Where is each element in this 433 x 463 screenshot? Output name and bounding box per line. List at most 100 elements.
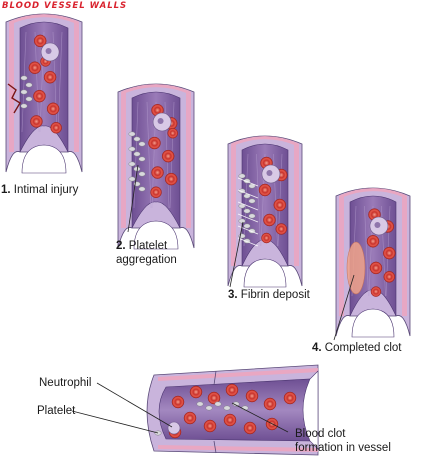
neutrophil-label: Neutrophil — [39, 377, 92, 389]
blood-clot-label: Blood clot formation in vessel — [295, 427, 391, 455]
platelet-cell — [128, 161, 136, 167]
red-blood-cell — [283, 391, 297, 405]
leader-lines — [71, 164, 355, 434]
red-blood-cell — [383, 246, 396, 260]
platelet-cell — [196, 401, 204, 407]
platelet-cell — [243, 223, 251, 229]
vessel-opening — [302, 370, 319, 450]
vessel-wall-layer — [339, 188, 407, 199]
red-blood-cell — [46, 102, 60, 116]
red-blood-cell — [263, 397, 277, 411]
stage-4-label: 4. Completed clot — [312, 341, 402, 355]
platelet-cell — [20, 89, 28, 95]
vessel-stage-1 — [5, 13, 83, 174]
platelet-cell — [133, 136, 141, 142]
red-blood-cell — [171, 395, 185, 409]
red-blood-cell — [261, 232, 272, 244]
stage-4-number: 4. — [312, 342, 322, 354]
platelet-cell — [248, 198, 256, 204]
red-blood-cell — [167, 127, 178, 139]
red-blood-cell — [225, 383, 239, 397]
vessel-wall-layer — [294, 144, 299, 266]
platelet-cell — [25, 82, 33, 88]
vessel-opening — [133, 220, 179, 250]
red-blood-cell — [183, 411, 197, 425]
neutrophil-nucleus — [157, 118, 164, 124]
red-blood-cell — [223, 413, 237, 427]
stage-3-text: Fibrin deposit — [240, 289, 310, 301]
red-blood-cell — [150, 186, 162, 198]
vessel-seam — [213, 440, 217, 454]
page-header: BLOOD VESSEL WALLS — [2, 1, 128, 11]
platelet-cell — [138, 171, 146, 177]
red-blood-cell — [258, 183, 272, 197]
platelet-cell — [128, 146, 136, 152]
stage-2-number: 2. — [116, 240, 126, 252]
stage-1-label: 1. Intimal injury — [1, 183, 78, 197]
platelet-cell — [128, 176, 136, 182]
vessel-wall-layer — [157, 368, 319, 381]
platelet-cell — [138, 186, 146, 192]
vessel-opening — [351, 308, 395, 338]
red-blood-cell — [50, 122, 62, 134]
red-blood-cell — [366, 235, 380, 248]
platelet-label: Platelet — [37, 405, 76, 417]
vessel-seam — [213, 370, 217, 386]
leader-platelet — [71, 410, 159, 434]
red-blood-cell — [43, 70, 57, 84]
fibrin-strand — [237, 201, 259, 211]
vessel-wall-layer — [121, 92, 126, 228]
red-blood-cell — [203, 419, 217, 433]
blood-clot-line2: formation in vessel — [295, 442, 391, 454]
vessel-wall-layer — [157, 445, 319, 452]
red-blood-cell — [151, 166, 164, 179]
blood-clot-line1: Blood clot — [295, 428, 346, 440]
red-blood-cell — [263, 213, 276, 227]
vessel-wall-layer — [186, 92, 191, 228]
fibrin-strand — [237, 213, 259, 223]
stage-1-number: 1. — [1, 184, 11, 196]
platelet-cell — [138, 156, 146, 162]
platelet-cell — [248, 213, 256, 219]
stage-2-label: 2. Platelet aggregation — [116, 239, 177, 267]
red-blood-cell — [33, 89, 46, 103]
vessel-stage-3 — [227, 135, 303, 288]
stage-2-text-line1: Platelet — [128, 240, 168, 252]
vessel-wall-layer — [231, 136, 299, 147]
platelet-cell — [25, 96, 33, 102]
vessel-group — [5, 13, 411, 456]
leader-blood-clot — [231, 402, 289, 433]
lumen-streak — [34, 31, 40, 133]
red-blood-cell — [245, 389, 259, 403]
platelet-cell — [205, 405, 213, 411]
lumen-streak — [256, 153, 261, 247]
lumen-streak — [243, 153, 249, 247]
vessel-wall-layer — [121, 84, 191, 95]
lumen-streak — [21, 31, 27, 133]
vessel-wall-layer — [74, 22, 79, 152]
vessel-wall-layer — [9, 14, 79, 25]
platelet-cell — [20, 75, 28, 81]
vessel-wall-layer — [231, 144, 236, 266]
platelet-cell — [238, 173, 246, 179]
fibrin-strand — [237, 237, 259, 247]
platelet-cell — [238, 218, 246, 224]
red-blood-cell — [30, 115, 43, 128]
neutrophil-nucleus — [266, 170, 273, 176]
neutrophil-nucleus — [374, 222, 381, 228]
red-blood-cell — [207, 391, 221, 405]
stage-3-number: 3. — [228, 289, 238, 301]
neutrophil-cell — [167, 421, 181, 435]
leader-stage-4 — [333, 274, 355, 341]
platelet-cell — [20, 103, 28, 109]
fibrin-strand — [237, 177, 259, 187]
platelet-cell — [223, 405, 231, 411]
red-blood-cell — [161, 149, 175, 163]
stage-1-text: Intimal injury — [13, 184, 79, 196]
platelet-cell — [133, 151, 141, 157]
stage-3-label: 3. Fibrin deposit — [228, 288, 310, 302]
red-blood-cell — [383, 271, 396, 283]
leader-neutrophil — [96, 382, 173, 428]
